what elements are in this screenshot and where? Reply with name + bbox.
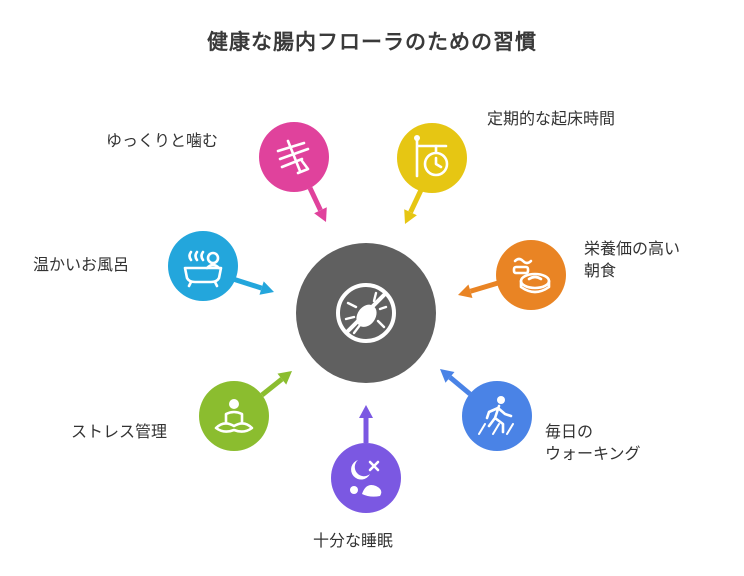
arrow-wake: [404, 188, 424, 224]
walking-icon: [478, 396, 514, 435]
habit-label-wake: 定期的な起床時間: [487, 109, 616, 128]
no-bacteria-icon: [336, 283, 396, 343]
habit-label-chew: ゆっくりと噛む: [106, 131, 219, 150]
habit-node-walk: [462, 381, 532, 451]
habit-label-sleep: 十分な睡眠: [313, 531, 394, 550]
habit-label-breakfast: 栄養価の高い朝食: [584, 239, 681, 280]
arrow-breakfast: [458, 280, 499, 298]
arrow-walk: [440, 369, 472, 396]
habit-node-stress: [199, 381, 269, 451]
center-node: [296, 243, 436, 383]
bathtub-icon: [183, 250, 223, 288]
diagram-title: 健康な腸内フローラのための習慣: [207, 30, 537, 54]
meditation-icon: [214, 399, 254, 433]
chewing-icon: [276, 139, 310, 175]
habit-node-chew: [259, 122, 329, 192]
arrow-sleep: [359, 405, 373, 443]
arrow-bath: [232, 276, 274, 295]
arrow-stress: [260, 371, 292, 397]
habit-node-breakfast: [496, 240, 566, 310]
habit-node-wake: [397, 123, 467, 193]
habit-label-walk: 毎日のウォーキング: [545, 422, 641, 463]
habit-node-bath: [168, 231, 238, 301]
arrow-chew: [307, 186, 327, 222]
habit-label-stress: ストレス管理: [71, 422, 168, 441]
clock-sign-icon: [414, 135, 449, 178]
food-bowl-icon: [512, 257, 551, 294]
habit-node-sleep: [331, 443, 401, 513]
sleep-icon: [350, 460, 382, 497]
habit-label-bath: 温かいお風呂: [33, 255, 130, 274]
